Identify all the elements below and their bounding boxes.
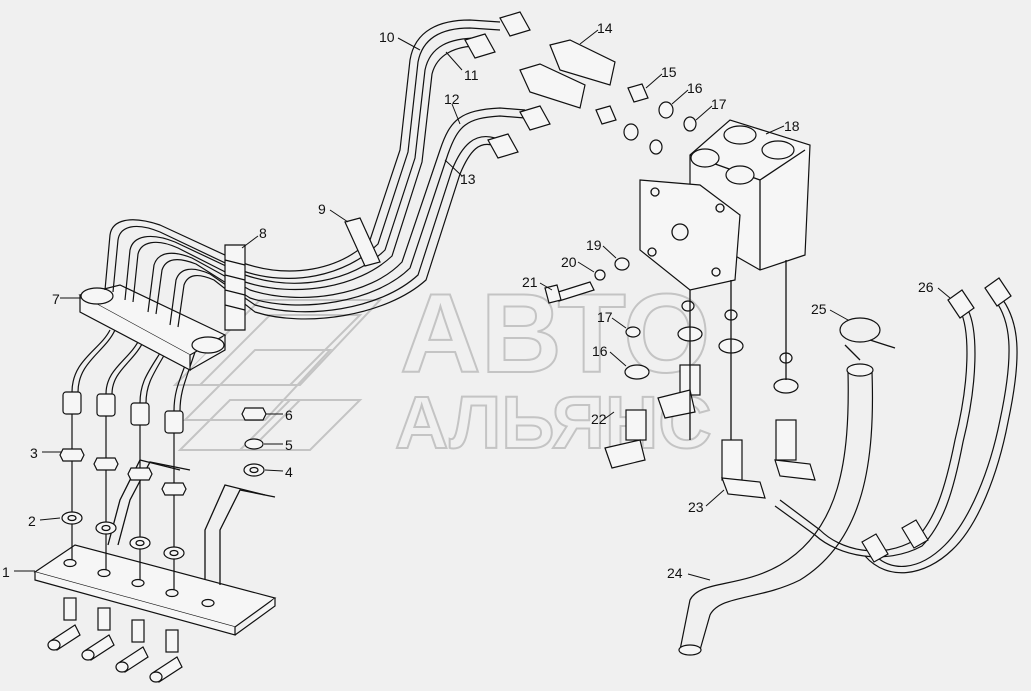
callout-5: 5 [285,437,293,453]
callout-18: 18 [784,118,800,134]
hose-clamp [839,317,896,361]
pipe-bundle [104,19,526,331]
callout-9: 9 [318,201,326,217]
callout-labels: 1 2 3 4 5 6 7 8 9 10 11 12 13 14 15 16 1… [2,20,934,581]
callout-8: 8 [259,225,267,241]
callout-21: 21 [522,274,538,290]
callout-16: 16 [687,80,703,96]
top-fittings [464,11,697,159]
callout-16b: 16 [592,343,608,359]
side-pipes [774,277,1018,574]
callout-22: 22 [591,411,607,427]
hose [678,363,874,656]
callout-14: 14 [597,20,613,36]
callout-6: 6 [285,407,293,423]
callout-20: 20 [561,254,577,270]
callout-13: 13 [460,171,476,187]
middle-fittings [544,257,799,469]
left-fittings [59,391,267,590]
bracket-plate [33,459,277,636]
callout-17b: 17 [597,309,613,325]
callout-24: 24 [667,565,683,581]
watermark-line2: АЛЬЯНС [395,381,712,464]
callout-1: 1 [2,564,10,580]
valve-block [639,119,811,291]
callout-2: 2 [28,513,36,529]
callout-26: 26 [918,279,934,295]
callout-10: 10 [379,29,395,45]
callout-4: 4 [285,464,293,480]
bracket-bolts [47,597,183,683]
watermark-emblem [172,299,383,451]
callout-17: 17 [711,96,727,112]
callout-7: 7 [52,291,60,307]
callout-11: 11 [464,67,479,83]
callout-15: 15 [661,64,677,80]
callout-12: 12 [444,91,460,107]
callout-19: 19 [586,237,602,253]
lower-short-pipes [71,329,196,412]
callout-23: 23 [688,499,704,515]
pipe-clamp [78,284,227,371]
tee-fittings [721,419,816,499]
callout-3: 3 [30,445,38,461]
leader-lines [14,29,951,581]
callout-25: 25 [811,301,827,317]
